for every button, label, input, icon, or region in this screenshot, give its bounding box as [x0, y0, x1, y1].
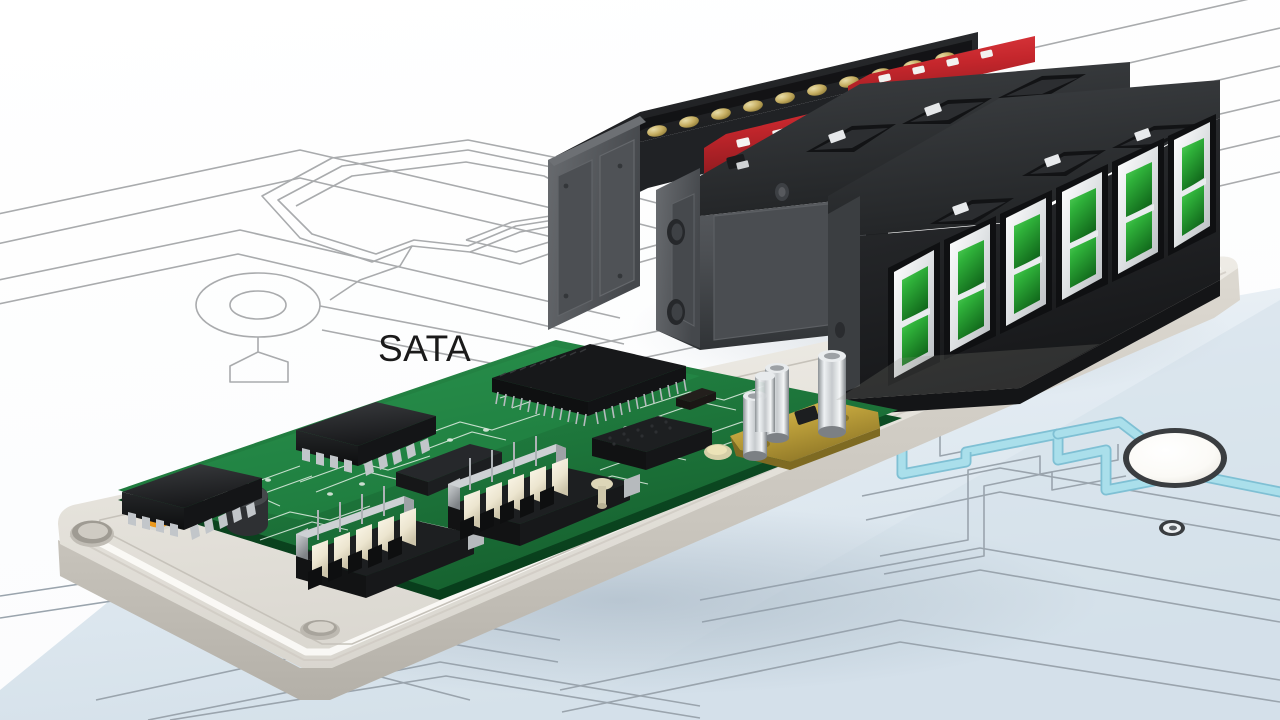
qfp-leads-top [499, 348, 587, 377]
plate-mounting-hole [70, 520, 114, 547]
connector-window [930, 198, 1014, 224]
connector-window [998, 74, 1086, 98]
qfp-leads [495, 378, 687, 427]
fiber-port-column [1056, 164, 1108, 308]
connector-cream-fingers [464, 458, 568, 528]
fiber-port-column [1168, 114, 1216, 256]
background-round-pad-large [1123, 428, 1227, 488]
connector-bottom-contacts [460, 486, 554, 540]
sata-annotation-label: SATA [378, 328, 472, 369]
smd-block [396, 444, 502, 496]
connector-screw-boss [667, 219, 685, 245]
sata-connector-left [296, 486, 484, 598]
soic-chip-left [122, 464, 262, 540]
smd-component [676, 388, 716, 410]
standoff-post [818, 350, 846, 438]
post-component [591, 478, 613, 509]
background-round-pad-small [1159, 520, 1185, 536]
smd-capacitor [704, 444, 732, 460]
connector-pins [317, 486, 385, 540]
connector-module-front [828, 80, 1220, 416]
front-module-top [828, 80, 1220, 238]
red-lever-markings [878, 49, 993, 83]
ic-leads [302, 438, 430, 476]
fiber-port-column [888, 242, 940, 386]
connector-module-middle [656, 36, 1130, 350]
connector-window [806, 124, 896, 152]
fiber-port-column [1112, 138, 1164, 282]
green-pcb [118, 340, 902, 600]
connector-contact-shadow [836, 344, 1100, 400]
standoff-post [755, 371, 775, 432]
soic-chip-mid [296, 402, 436, 476]
connector-screw-boss [775, 183, 789, 201]
connector-window [902, 98, 992, 124]
connector-screw-boss [667, 299, 685, 325]
qfp-chip [492, 344, 687, 427]
plate-mounting-hole [300, 620, 340, 640]
bga-chip [592, 416, 712, 470]
connector-window [1112, 124, 1196, 148]
connector-window [1022, 150, 1106, 176]
fiber-port-column [1000, 190, 1052, 334]
ic-leads [128, 502, 256, 540]
chrome-standoff-posts [743, 350, 846, 461]
fiber-port-column [944, 216, 996, 360]
connector-bottom-contacts [308, 536, 402, 590]
connector-pins [469, 436, 537, 490]
